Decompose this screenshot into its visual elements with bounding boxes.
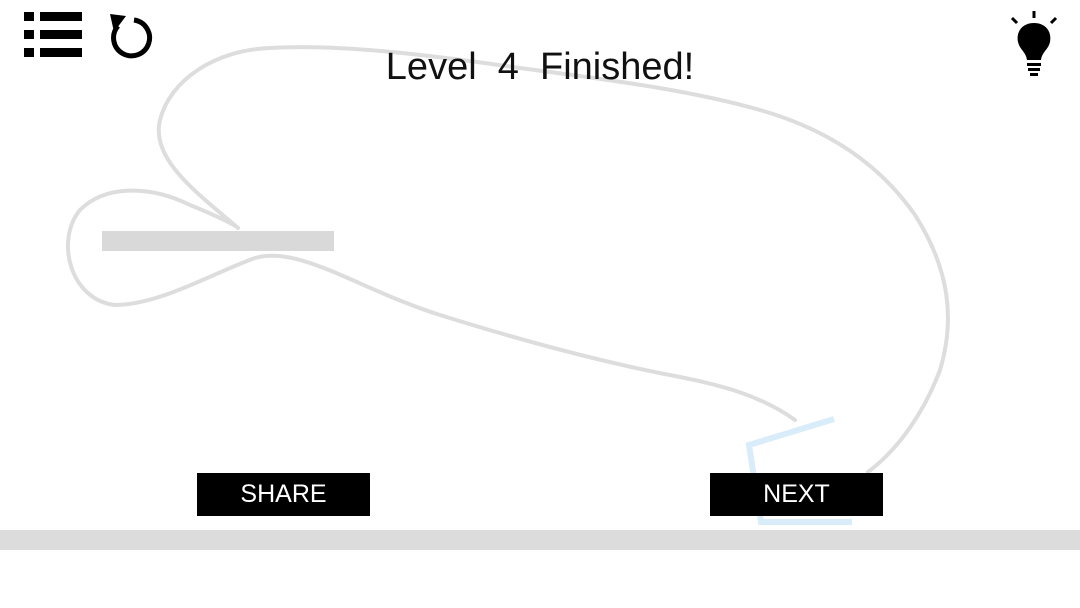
static-platform — [102, 231, 334, 251]
drawn-line — [65, 45, 950, 474]
next-button[interactable]: NEXT — [710, 473, 883, 516]
lightbulb-icon[interactable] — [1006, 10, 1062, 76]
restart-icon[interactable] — [104, 10, 154, 62]
share-button[interactable]: SHARE — [197, 473, 370, 516]
menu-list-icon[interactable] — [22, 10, 84, 60]
level-finished-title: Level 4 Finished! — [385, 46, 695, 88]
ground-floor — [0, 530, 1080, 550]
